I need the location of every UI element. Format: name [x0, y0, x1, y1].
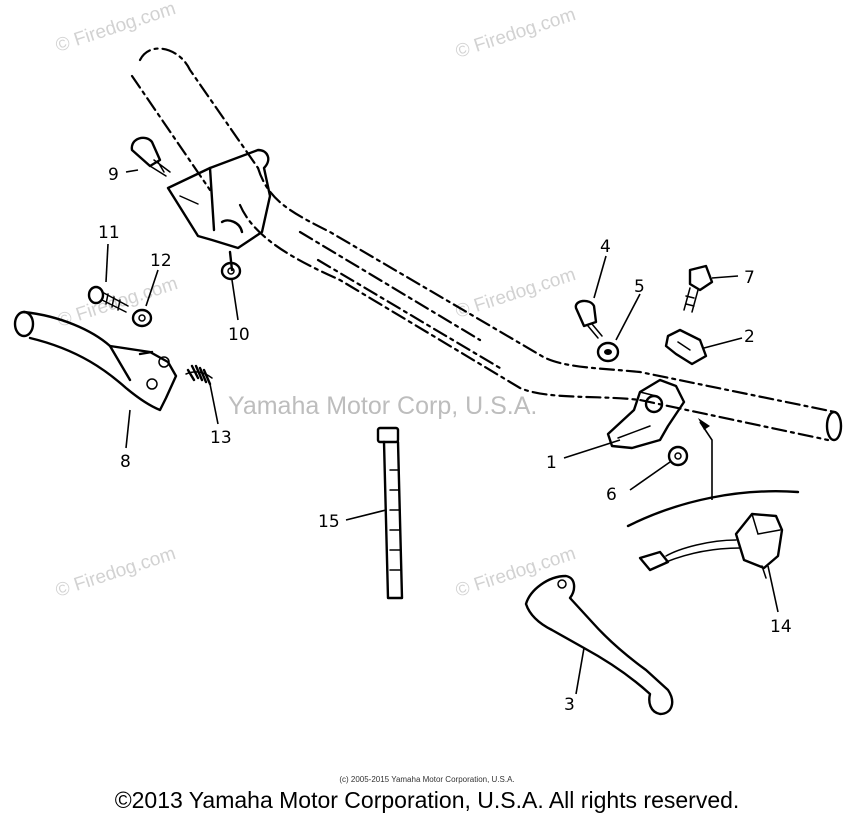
- callout-6: 6: [606, 485, 617, 505]
- watermark-low-center: © Firedog.com: [453, 543, 578, 602]
- callout-14: 14: [770, 617, 792, 637]
- part-1-holder: [606, 378, 686, 450]
- callout-10: 10: [228, 325, 250, 345]
- callout-13: 13: [210, 428, 232, 448]
- part-9-bolt: [130, 136, 171, 177]
- watermark-low-left: © Firedog.com: [53, 543, 178, 602]
- watermark-mid-left: © Firedog.com: [55, 273, 180, 332]
- part-5-washer: [596, 341, 620, 363]
- part-4-bolt: [574, 299, 603, 339]
- callout-11: 11: [98, 223, 120, 243]
- callout-15: 15: [318, 512, 340, 532]
- callout-5: 5: [634, 277, 645, 297]
- assembly-arrow: [626, 418, 800, 528]
- small-copyright: (c) 2005-2015 Yamaha Motor Corporation, …: [339, 775, 515, 784]
- callout-3: 3: [564, 695, 575, 715]
- part-11-bolt: [87, 285, 129, 313]
- part-8-lever: [13, 310, 178, 412]
- callout-7: 7: [744, 268, 755, 288]
- part-14-switch: [638, 512, 784, 579]
- watermark-layer: © Firedog.com © Firedog.com © Firedog.co…: [53, 0, 578, 602]
- part-7-bolt: [683, 264, 714, 313]
- part-13-spring: [185, 364, 213, 386]
- callout-1: 1: [546, 453, 557, 473]
- watermark-top-left: © Firedog.com: [53, 0, 178, 57]
- watermark-center: Yamaha Motor Corp, U.S.A.: [228, 392, 537, 420]
- part-10-nut: [220, 261, 242, 281]
- callout-2: 2: [744, 327, 755, 347]
- part-2-clamp: [664, 328, 708, 366]
- part-12-nut: [131, 308, 153, 328]
- part-15-cable-tie: [376, 426, 404, 600]
- leader-lines: [105, 169, 779, 695]
- footer-copyright: ©2013 Yamaha Motor Corporation, U.S.A. A…: [114, 787, 740, 813]
- handlebar: [130, 47, 843, 442]
- part-6-nut: [667, 445, 689, 467]
- part-3-lever: [524, 574, 674, 716]
- callout-9: 9: [108, 165, 119, 185]
- callout-12: 12: [150, 251, 172, 271]
- master-cylinder: [166, 148, 272, 272]
- callout-8: 8: [120, 452, 131, 472]
- callouts: 9 11 12 10 8 13 15 4 5 7 2 1 6 14 3: [98, 165, 792, 715]
- callout-4: 4: [600, 237, 611, 257]
- watermark-top-center: © Firedog.com: [453, 4, 578, 63]
